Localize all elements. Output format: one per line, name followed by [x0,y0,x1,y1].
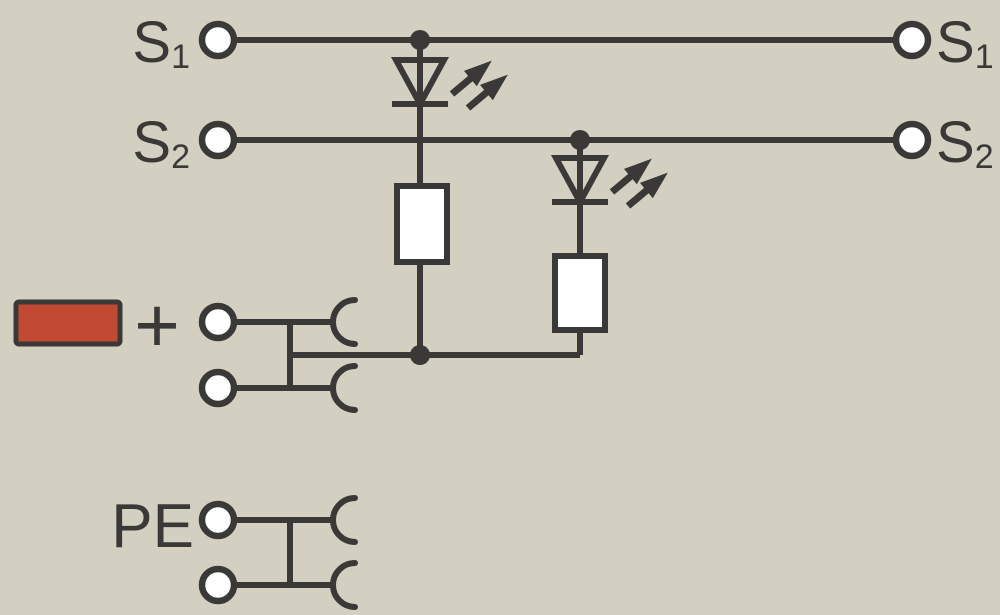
pe-terminal-group: PE [111,492,358,610]
clamp-contact-icon [330,363,358,413]
clamp-contact-icon [330,297,358,347]
junction-dot [410,30,430,50]
plus-terminal-group: + [13,281,580,413]
s1-left-terminal-icon [198,20,238,60]
clamp-contact-icon [330,560,358,610]
label-s2-left: S2 [132,110,190,176]
plus-upper-terminal-icon [198,302,238,342]
label-pe: PE [111,492,194,561]
s2-left-terminal-icon [198,120,238,160]
plus-lower-terminal-icon [198,368,238,408]
led-icon [390,53,514,116]
red-marking-field [13,299,123,347]
resistor-icon [552,253,608,333]
s2-rail: S2 S2 [132,110,993,176]
label-s1-left: S1 [132,10,190,76]
label-s2-right: S2 [936,110,994,176]
label-s1-right: S1 [936,10,994,76]
led-icon [550,151,674,214]
diode-triangle [390,57,450,111]
diode-triangle [550,155,610,209]
pe-lower-terminal-icon [198,565,238,605]
label-plus: + [134,281,180,369]
led-branch-s2 [550,130,674,355]
junction-dot [570,130,590,150]
s1-right-terminal-icon [892,20,932,60]
pe-upper-terminal-icon [198,500,238,540]
resistor-icon [394,183,450,265]
s1-rail: S1 S1 [132,10,993,76]
led-branch-s1 [390,30,514,365]
clamp-contact-icon [330,495,358,545]
s2-right-terminal-icon [892,120,932,160]
